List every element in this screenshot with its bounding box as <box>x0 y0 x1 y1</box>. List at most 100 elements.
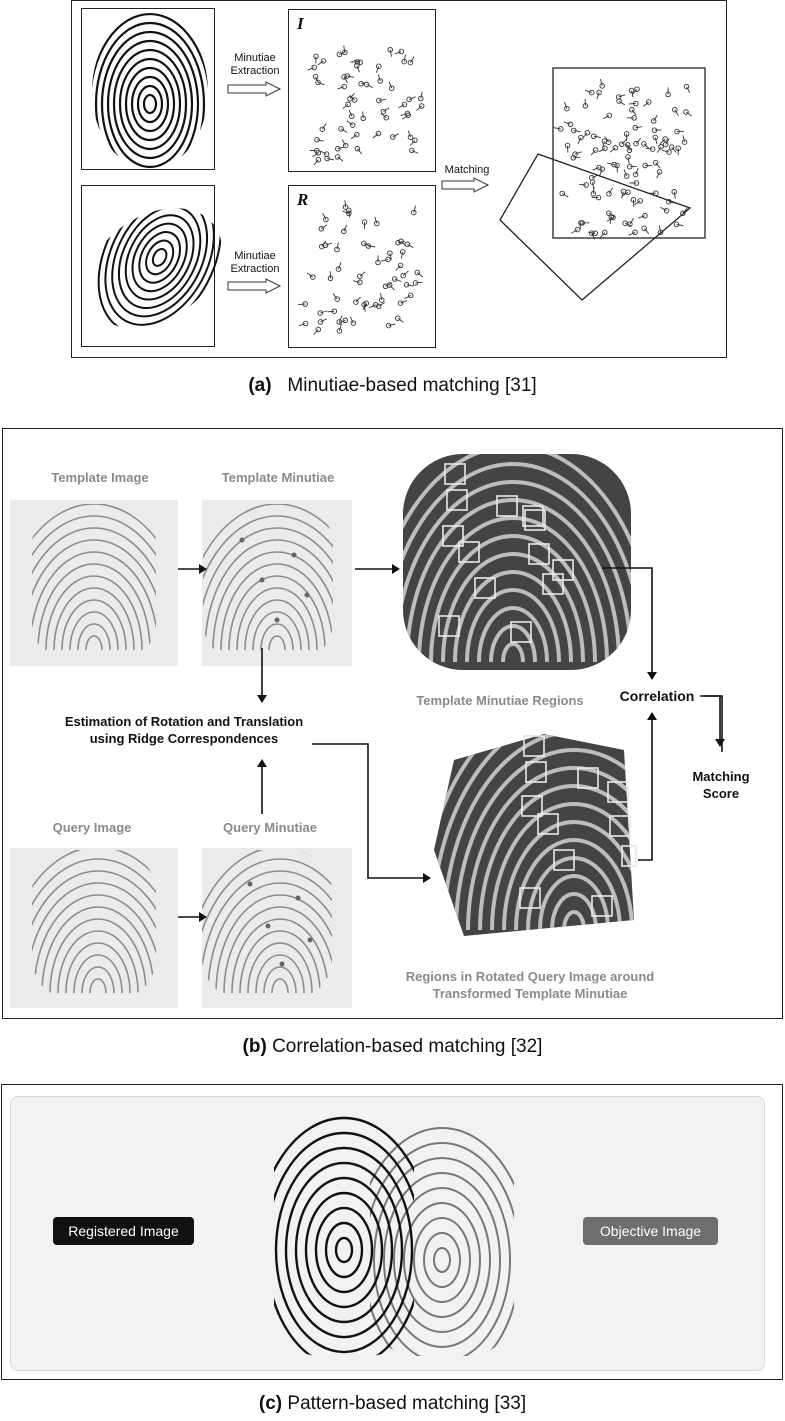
minutia-marker <box>680 210 686 217</box>
minutia-direction <box>353 59 361 63</box>
template-image <box>10 500 178 666</box>
minutia-direction <box>338 324 342 332</box>
minutia-direction <box>654 137 658 145</box>
minutia-direction <box>563 121 571 125</box>
minutia-direction <box>388 81 393 89</box>
minutia-direction <box>668 201 676 204</box>
minutia-direction <box>592 167 600 171</box>
minutia-marker <box>663 207 670 214</box>
minutia-marker <box>578 134 584 141</box>
minutia-direction <box>635 126 643 129</box>
minutia-direction <box>609 147 616 153</box>
minutia-direction <box>298 323 306 327</box>
minutia-direction <box>349 93 355 100</box>
minutia-direction <box>389 253 392 261</box>
minutia-direction <box>368 245 376 248</box>
minutia-marker <box>567 121 574 128</box>
minutia-marker <box>380 108 387 115</box>
minutia-direction <box>343 76 349 84</box>
minutia-direction <box>320 310 328 314</box>
minutia-direction <box>563 101 568 109</box>
minutia-direction <box>349 316 354 324</box>
minutia-direction <box>407 243 414 248</box>
minutia-direction <box>378 302 385 307</box>
minutia-direction <box>346 120 353 126</box>
minutia-direction <box>338 319 346 324</box>
template-minutiae-image <box>202 500 352 666</box>
minutia-marker <box>584 130 591 136</box>
minutia-direction <box>322 212 327 220</box>
minutia-marker <box>681 139 688 145</box>
minutia-marker <box>376 303 382 310</box>
minutia-marker <box>618 141 625 148</box>
minutia-marker <box>632 229 638 236</box>
minutia-direction <box>606 217 614 222</box>
minutia-marker <box>334 154 341 160</box>
matching-label: Matching <box>444 164 490 176</box>
minutia-direction <box>306 272 314 278</box>
arrow-correlation-to-score <box>700 695 725 747</box>
minutia-direction <box>629 217 634 225</box>
minutia-direction <box>413 205 417 213</box>
minutia-marker <box>662 141 669 148</box>
minutia-direction <box>359 271 366 277</box>
minutia-direction <box>343 224 347 232</box>
minutia-direction <box>561 193 569 198</box>
minutia-direction <box>674 109 679 116</box>
minutia-marker <box>347 96 353 102</box>
minutia-direction <box>381 258 389 262</box>
minutia-direction <box>618 94 626 98</box>
minutia-direction <box>577 137 582 144</box>
minutia-direction <box>320 150 327 155</box>
minutia-direction <box>362 111 364 119</box>
minutia-marker <box>317 310 324 316</box>
minutiae-set-i: I <box>288 9 436 172</box>
minutiae-set-r: R <box>288 185 436 348</box>
minutia-marker <box>318 243 325 250</box>
minutia-marker <box>334 246 340 253</box>
minutia-direction <box>676 223 684 227</box>
arrow-estimation-to-query-regions <box>312 743 431 883</box>
minutia-direction <box>591 232 596 240</box>
minutia-direction <box>621 138 627 145</box>
minutia-direction <box>372 133 379 139</box>
minutia-direction <box>389 284 395 291</box>
minutia-marker <box>388 85 395 91</box>
minutia-marker <box>623 173 630 179</box>
minutia-direction <box>402 270 409 276</box>
minutia-direction <box>609 216 612 224</box>
minutia-marker <box>334 296 340 302</box>
minutia-direction <box>621 191 629 197</box>
minutia-marker <box>406 96 412 103</box>
minutia-marker <box>361 240 367 247</box>
minutia-direction <box>402 114 409 120</box>
minutia-marker <box>407 134 414 140</box>
caption-a: (a) Minutiae-based matching [31] <box>248 375 537 396</box>
minutia-direction <box>338 262 342 270</box>
minutia-marker <box>363 300 370 306</box>
minutia-direction <box>380 112 387 119</box>
minutia-marker <box>354 131 360 138</box>
minutia-direction <box>621 191 624 199</box>
minutia-marker <box>376 63 382 69</box>
minutia-direction <box>394 278 402 282</box>
minutia-direction <box>584 89 592 94</box>
minutia-direction <box>415 281 423 284</box>
minutia-direction <box>579 183 587 186</box>
minutia-marker <box>629 107 635 113</box>
minutia-marker <box>606 191 612 197</box>
minutia-marker <box>318 226 325 232</box>
minutia-direction <box>553 127 561 130</box>
correlation-connectors <box>602 567 723 861</box>
minutia-direction <box>397 317 404 323</box>
minutia-direction <box>347 75 355 78</box>
minutia-marker <box>354 62 360 69</box>
minutia-marker <box>398 48 405 55</box>
minutia-direction <box>398 104 405 109</box>
minutia-marker <box>632 171 639 178</box>
minutia-direction <box>635 138 642 144</box>
minutia-direction <box>353 280 360 283</box>
arrow-minutiae-to-regions <box>355 564 400 574</box>
